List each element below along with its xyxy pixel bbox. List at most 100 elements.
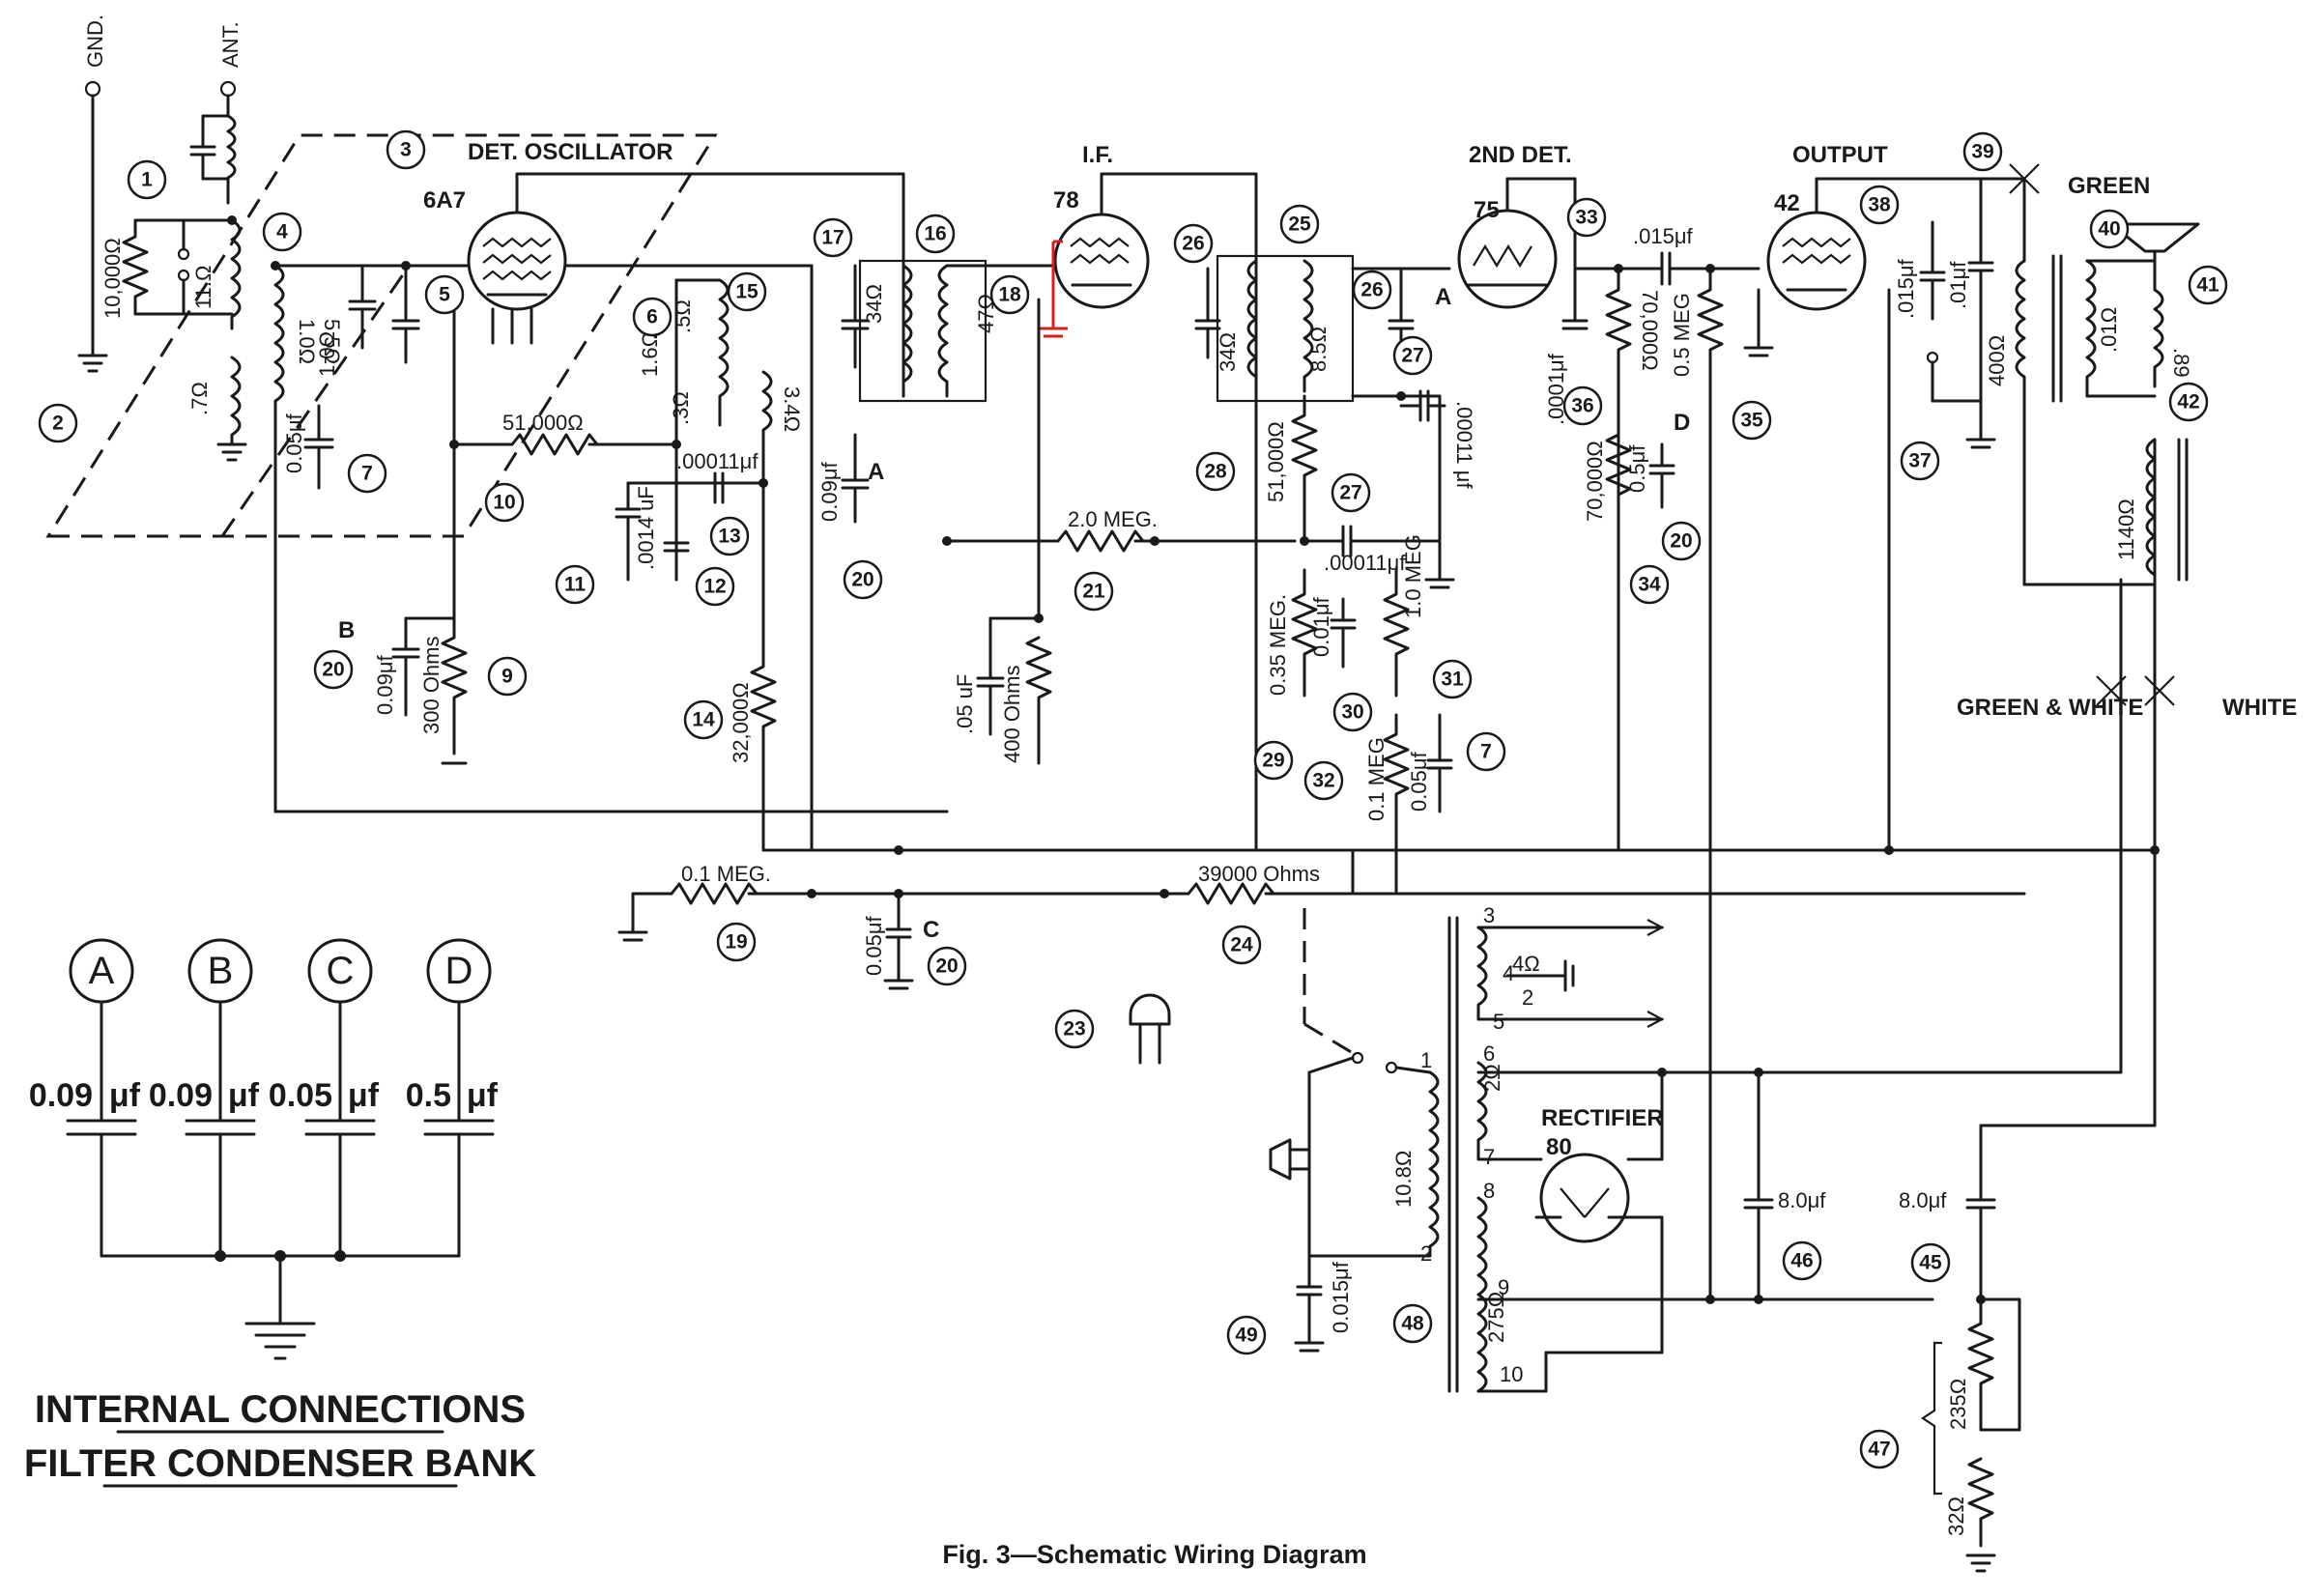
pt-c-value: 2Ω xyxy=(1480,1064,1504,1092)
c45-value: 8.0μf xyxy=(1899,1188,1947,1212)
callout-6: 6 xyxy=(632,297,673,337)
speaker-icon xyxy=(2109,222,2200,253)
if-label: I.F. xyxy=(1082,142,1113,168)
power-supply: 10.8Ω 0.015μf 4Ω 2 2Ω 275Ω RECTIFIER 80 xyxy=(1269,892,2157,1573)
green-label: GREEN xyxy=(2068,173,2150,199)
c20b-value: 0.09μf xyxy=(373,655,397,715)
callout-49: 49 xyxy=(1226,1315,1267,1355)
tube-75-envelope xyxy=(1457,209,1558,309)
callout-20: 20 xyxy=(843,559,883,600)
osc-coil-b: 5.5Ω xyxy=(320,319,344,364)
c20d-value: 0.5μf xyxy=(1625,444,1649,493)
callout-14: 14 xyxy=(683,699,724,740)
callout-1: 1 xyxy=(127,159,167,200)
callout-47: 47 xyxy=(1859,1429,1900,1469)
c13-value: .00011μf xyxy=(676,449,759,473)
r28-value: 51,000Ω xyxy=(1264,421,1288,502)
callout-24: 24 xyxy=(1221,925,1262,965)
callout-23: 23 xyxy=(1054,1009,1095,1049)
callout-28: 28 xyxy=(1195,451,1236,492)
ant-coil2-value: .7Ω xyxy=(187,382,212,415)
callout-26: 26 xyxy=(1352,270,1392,310)
svg-text:A: A xyxy=(89,950,115,992)
coil41-value: .89 xyxy=(2169,348,2193,378)
callout-37: 37 xyxy=(1900,441,1940,481)
svg-text:B: B xyxy=(208,950,234,992)
svg-text:23: 23 xyxy=(1063,1018,1085,1040)
svg-text:31: 31 xyxy=(1441,669,1464,691)
svg-text:9: 9 xyxy=(1498,1275,1509,1299)
svg-text:49: 49 xyxy=(1235,1325,1257,1347)
svg-text:4: 4 xyxy=(276,221,288,243)
svg-text:39: 39 xyxy=(1971,141,1993,163)
pt-primary-value: 10.8Ω xyxy=(1391,1151,1416,1208)
r34-value: 70,000Ω xyxy=(1583,441,1607,522)
svg-text:6: 6 xyxy=(1483,1041,1495,1066)
t40s-value: .01Ω xyxy=(2097,307,2121,353)
svg-text:32: 32 xyxy=(1312,770,1334,792)
det-oscillator-stage: DET. OSCILLATOR 6A7 1.0Ω 5.5Ω 1.0Ω 0.05μ… xyxy=(271,139,949,852)
r47a-value: 235Ω xyxy=(1946,1379,1970,1430)
svg-text:5: 5 xyxy=(1493,1010,1504,1034)
tube-42-envelope xyxy=(1766,211,1867,311)
svg-text:D: D xyxy=(445,950,473,992)
callout-5: 5 xyxy=(424,274,465,315)
pt-b-value: 2 xyxy=(1522,985,1533,1010)
tube-80-label: 80 xyxy=(1546,1134,1572,1160)
svg-text:10: 10 xyxy=(1500,1362,1523,1386)
osc-coil-c: 1.0Ω xyxy=(315,331,339,377)
tube-6a7-label: 6A7 xyxy=(423,187,466,214)
callout-11: 11 xyxy=(555,564,595,605)
c26-letter: A xyxy=(1435,284,1451,310)
svg-text:20: 20 xyxy=(935,955,958,978)
r10-value: 51,000Ω xyxy=(502,411,584,435)
coil15b-value: .5Ω xyxy=(671,299,695,333)
c7-value: 0.05μf xyxy=(282,413,306,473)
r32-value: 0.1 MEG xyxy=(1364,737,1389,821)
c20c-letter: C xyxy=(923,917,939,943)
callout-16: 16 xyxy=(915,214,956,254)
svg-text:42: 42 xyxy=(2177,391,2199,413)
svg-text:27: 27 xyxy=(1339,482,1361,504)
bank-title-line1: INTERNAL CONNECTIONS xyxy=(35,1388,526,1431)
r35-value: 0.5 MEG xyxy=(1670,293,1694,377)
r47b-value: 32Ω xyxy=(1944,1496,1968,1536)
tube-42-label: 42 xyxy=(1774,190,1800,216)
callout-26: 26 xyxy=(1173,223,1214,264)
svg-text:25: 25 xyxy=(1288,214,1311,236)
callout-17: 17 xyxy=(813,217,853,258)
svg-text:0.5: 0.5 xyxy=(406,1077,451,1114)
svg-text:17: 17 xyxy=(821,227,844,249)
svg-text:10: 10 xyxy=(493,492,515,514)
oscillator-section-box xyxy=(45,133,718,538)
callout-10: 10 xyxy=(484,482,525,523)
bias-network: 0.1 MEG. 39000 Ohms 0.05μf C xyxy=(617,845,1355,1065)
det-osc-label: DET. OSCILLATOR xyxy=(468,139,673,165)
r9-value: 300 Ohms xyxy=(419,637,444,735)
svg-text:11: 11 xyxy=(564,574,587,596)
c20a-letter: A xyxy=(868,459,884,485)
callout-40: 40 xyxy=(2089,209,2130,249)
callout-39: 39 xyxy=(1962,131,2003,172)
callout-4: 4 xyxy=(262,212,302,252)
rectifier-label: RECTIFIER xyxy=(1541,1105,1664,1131)
if-stage: I.F. 78 34Ω 47Ω 2.0 MEG. .05 uF 400 Ohms xyxy=(841,142,1297,765)
figure-caption: Fig. 3—Schematic Wiring Diagram xyxy=(942,1540,1366,1569)
t16a-value: 34Ω xyxy=(862,284,886,324)
wire-green-white-label-1: GREEN & WHITE xyxy=(1957,695,2143,721)
svg-text:8: 8 xyxy=(1483,1179,1495,1203)
c33-value: .015μf xyxy=(1633,224,1693,248)
bank-cap-b: B 0.09 μf xyxy=(149,938,260,1258)
c38-value: .015μf xyxy=(1894,259,1918,319)
svg-text:46: 46 xyxy=(1790,1250,1813,1272)
svg-text:14: 14 xyxy=(692,709,715,731)
svg-text:5: 5 xyxy=(439,284,450,306)
callout-13: 13 xyxy=(709,516,750,556)
svg-text:18: 18 xyxy=(998,284,1021,306)
callout-15: 15 xyxy=(727,271,767,312)
c30-value: 0.01μf xyxy=(1309,597,1333,657)
c27b-value: .00011μf xyxy=(1324,551,1406,575)
ant-label: ANT. xyxy=(218,21,243,68)
